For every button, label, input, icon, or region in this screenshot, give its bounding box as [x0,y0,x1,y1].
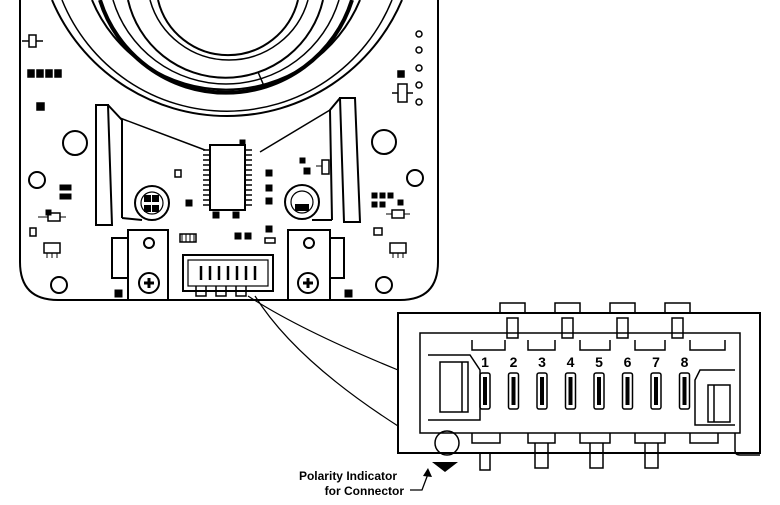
pin-label-5: 5 [595,354,603,370]
pin-label-6: 6 [624,354,632,370]
pin-contact-1 [483,377,487,405]
mounting-holes [28,129,424,294]
bosses [134,184,320,221]
connector-brackets [111,229,345,301]
mount-hole-mid-left [28,171,46,189]
callout-line-1: Polarity Indicator [299,469,397,483]
pin-label-4: 4 [567,354,575,370]
pin-contact-3 [540,377,544,405]
pin-contact-6 [625,377,630,405]
pin-contact-8 [682,377,687,405]
pin-label-2: 2 [510,354,518,370]
spring-arms [95,97,362,226]
board-outline [19,0,439,301]
pin-label-1: 1 [481,354,489,370]
pin-7 [650,372,662,410]
pin-contact-7 [654,377,658,405]
pin-2 [507,372,520,410]
pin-contact-2 [511,377,516,405]
pin-5 [593,372,605,410]
pin-8 [678,372,691,410]
pin-contact-5 [597,377,601,405]
zoom-leader-lines [247,295,399,427]
pin-4 [564,372,577,410]
pcb-board [19,0,439,301]
connector-pins: 1 2 3 4 5 6 7 8 [479,354,691,410]
mount-hole-bottom-left [50,276,68,294]
polarity-triangle [432,462,458,472]
encoder-ring [51,0,403,153]
pin-contact-4 [568,377,573,405]
smd-components [29,157,410,298]
mount-hole-right [371,129,397,155]
magnified-connector [397,302,761,471]
board-connector-small [182,254,274,297]
test-point-dots [392,30,423,106]
pin-1 [479,372,491,410]
pin-6 [621,372,634,410]
polarity-indicator: Polarity Indicator for Connector [299,462,458,498]
mount-hole-bottom-right [375,276,393,294]
ic-chip [203,139,252,211]
mount-hole-left [62,130,88,156]
top-left-components [22,34,62,111]
pin-label-7: 7 [652,354,660,370]
callout-line-2: for Connector [325,484,405,498]
pin-3 [536,372,548,410]
callout-arrow [410,473,429,491]
mount-hole-mid-right [406,169,424,187]
pin-label-3: 3 [538,354,546,370]
pin-label-8: 8 [681,354,689,370]
connector-housing [397,312,761,454]
